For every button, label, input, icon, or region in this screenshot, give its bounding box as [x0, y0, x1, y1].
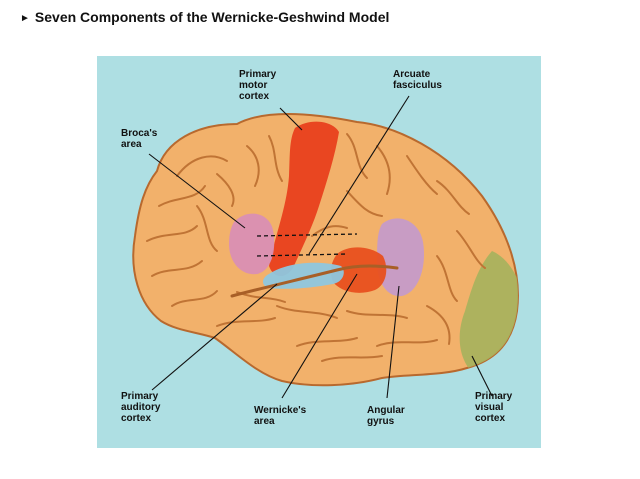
leader-primary-visual-cortex	[471, 355, 493, 397]
leader-angular-gyrus	[386, 285, 400, 399]
slide-title: ► Seven Components of the Wernicke-Geshwi…	[20, 9, 389, 25]
triangle-right-icon: ►	[20, 13, 30, 24]
label-angular-gyrus: Angular gyrus	[367, 405, 405, 427]
leader-arcuate-fasciculus	[308, 95, 410, 255]
label-arcuate-fasciculus: Arcuate fasciculus	[393, 69, 442, 91]
primary-motor-cortex-region	[269, 121, 339, 277]
brain-diagram-svg	[97, 56, 541, 448]
brain-group	[132, 113, 519, 387]
brain-regions	[229, 121, 518, 372]
leader-lines	[148, 95, 493, 399]
label-primary-motor-cortex: Primary motor cortex	[239, 69, 277, 102]
leader-brocas-area	[148, 153, 246, 229]
brain-outline	[132, 113, 519, 387]
label-primary-auditory-cortex: Primary auditory cortex	[121, 391, 161, 424]
brain-diagram-figure: Primary motor cortex Arcuate fasciculus …	[97, 56, 541, 448]
arcuate-fasciculus-path-top	[256, 233, 358, 237]
label-primary-visual-cortex: Primary visual cortex	[475, 391, 513, 424]
leader-wernickes-area	[281, 273, 358, 399]
wernickes-area-region	[330, 247, 387, 293]
leader-primary-auditory-cortex	[151, 283, 278, 391]
leader-primary-motor-cortex	[279, 107, 303, 131]
label-wernickes-area: Wernicke's area	[254, 405, 307, 427]
slide-title-text: Seven Components of the Wernicke-Geshwin…	[34, 9, 390, 25]
sylvian-fissure	[230, 264, 399, 298]
arcuate-fasciculus-path-bottom	[256, 253, 348, 257]
brocas-area-region	[229, 213, 275, 275]
angular-gyrus-region	[377, 218, 425, 297]
label-brocas-area: Broca's area	[121, 128, 158, 150]
brain-folds	[146, 133, 486, 362]
